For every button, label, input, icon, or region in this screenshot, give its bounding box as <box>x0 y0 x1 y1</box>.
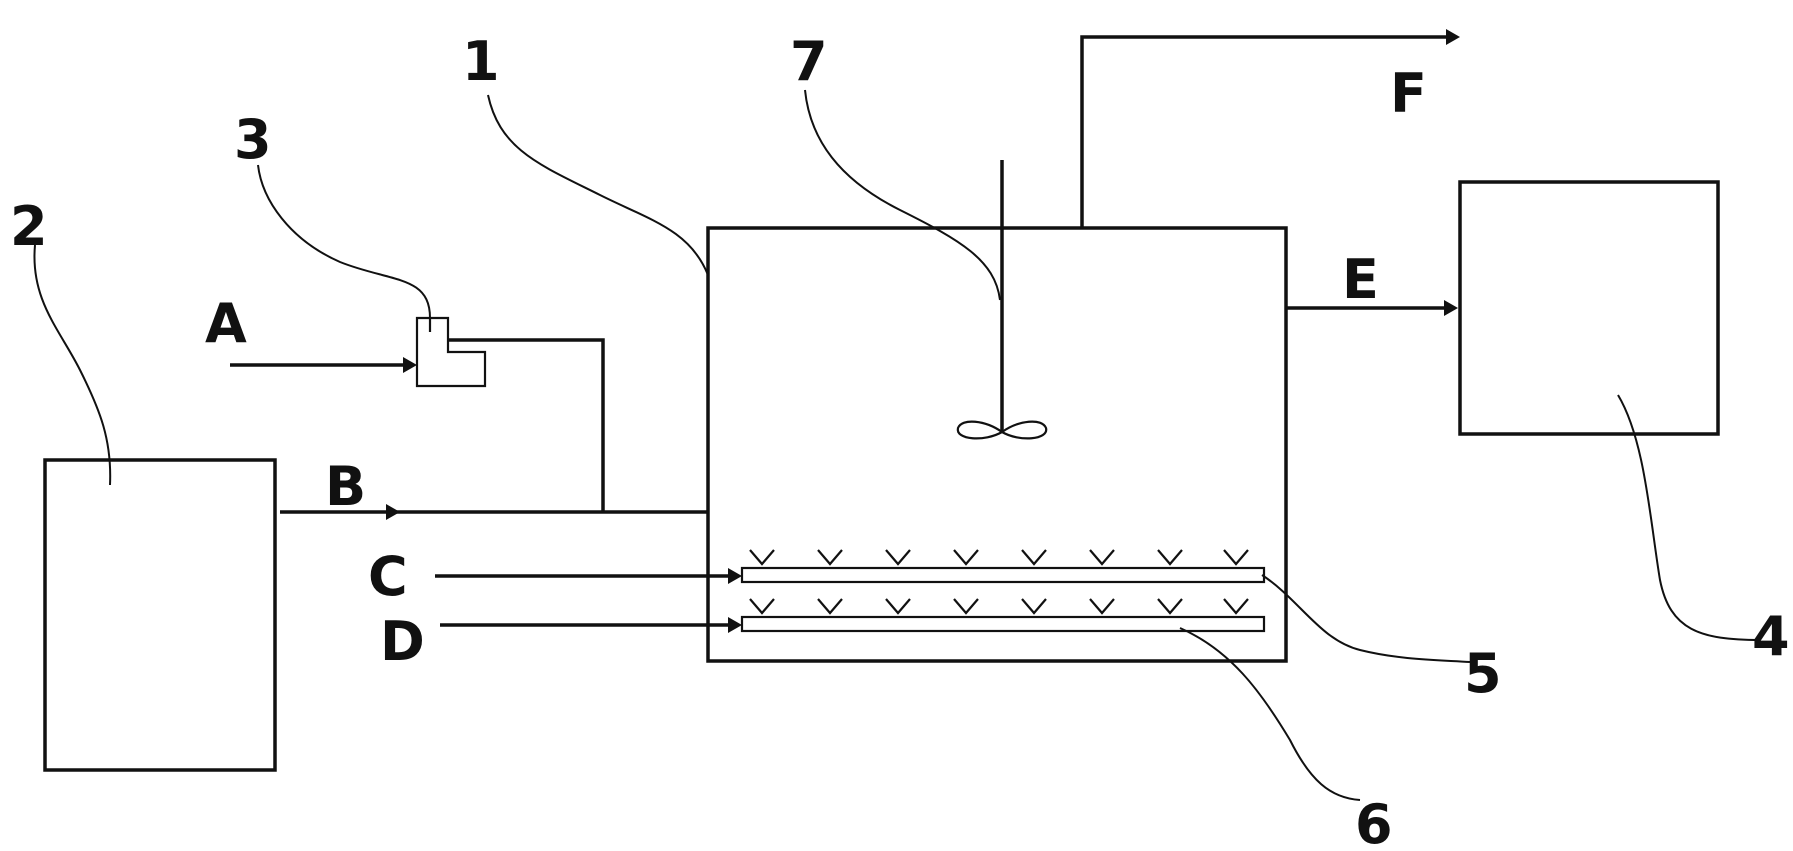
label-agitator: 7 <box>790 30 828 93</box>
leader-4 <box>1617 394 1761 641</box>
label-upper-sparger: 5 <box>1464 642 1502 705</box>
stream-e-arrowhead <box>1444 300 1458 316</box>
upper-sparger-nozzle-6 <box>1089 549 1115 566</box>
label-stream-a: A <box>205 292 247 355</box>
label-receiver: 4 <box>1752 605 1790 668</box>
label-stream-e: E <box>1342 248 1379 311</box>
label-stream-d: D <box>380 610 425 673</box>
label-doser: 3 <box>234 108 272 171</box>
leader-5 <box>1261 574 1471 663</box>
upper-sparger-tube <box>740 566 1266 584</box>
reactor-vessel <box>706 226 1288 663</box>
upper-sparger-nozzle-7 <box>1157 549 1183 566</box>
stream-c-arrowhead <box>728 568 742 584</box>
label-lower-sparger: 6 <box>1355 793 1393 851</box>
leader-2 <box>33 244 112 486</box>
lower-sparger-nozzle-1 <box>749 598 775 615</box>
label-reactor: 1 <box>462 30 500 93</box>
upper-sparger-nozzle-3 <box>885 549 911 566</box>
receiver-box <box>1458 180 1720 436</box>
upper-sparger-nozzle-1 <box>749 549 775 566</box>
doser-outlet-line <box>448 338 605 512</box>
lower-sparger-nozzle-8 <box>1223 598 1249 615</box>
agitator-blade-left <box>956 420 1005 440</box>
upper-sparger-nozzle-8 <box>1223 549 1249 566</box>
stream-b-arrowhead <box>386 504 400 520</box>
stream-f-arrowhead <box>1446 29 1460 45</box>
agitator-blade-right <box>999 420 1048 440</box>
upper-sparger-nozzle-2 <box>817 549 843 566</box>
lower-sparger-nozzles <box>749 598 1249 615</box>
leader-3 <box>257 164 431 319</box>
stream-a-arrowhead <box>403 357 417 373</box>
upper-sparger-nozzle-5 <box>1021 549 1047 566</box>
lower-sparger-nozzle-6 <box>1089 598 1115 615</box>
label-stream-c: C <box>368 545 408 608</box>
stream-d-arrowhead <box>728 617 742 633</box>
label-stream-f: F <box>1390 62 1427 125</box>
tank-left-box <box>43 458 277 772</box>
upper-sparger-nozzles <box>749 549 1249 566</box>
stream-f-line <box>1080 35 1448 228</box>
lower-sparger-nozzle-3 <box>885 598 911 615</box>
lower-sparger-nozzle-2 <box>817 598 843 615</box>
lower-sparger-nozzle-5 <box>1021 598 1047 615</box>
leader-7 <box>804 89 1001 301</box>
lower-sparger-nozzle-7 <box>1157 598 1183 615</box>
label-stream-b: B <box>325 455 366 518</box>
leader-6 <box>1179 627 1361 801</box>
lower-sparger-tube <box>740 615 1266 633</box>
upper-sparger-nozzle-4 <box>953 549 979 566</box>
label-tank-left: 2 <box>10 195 48 258</box>
lower-sparger-nozzle-4 <box>953 598 979 615</box>
doser-device <box>415 316 487 388</box>
leader-1 <box>487 94 709 276</box>
